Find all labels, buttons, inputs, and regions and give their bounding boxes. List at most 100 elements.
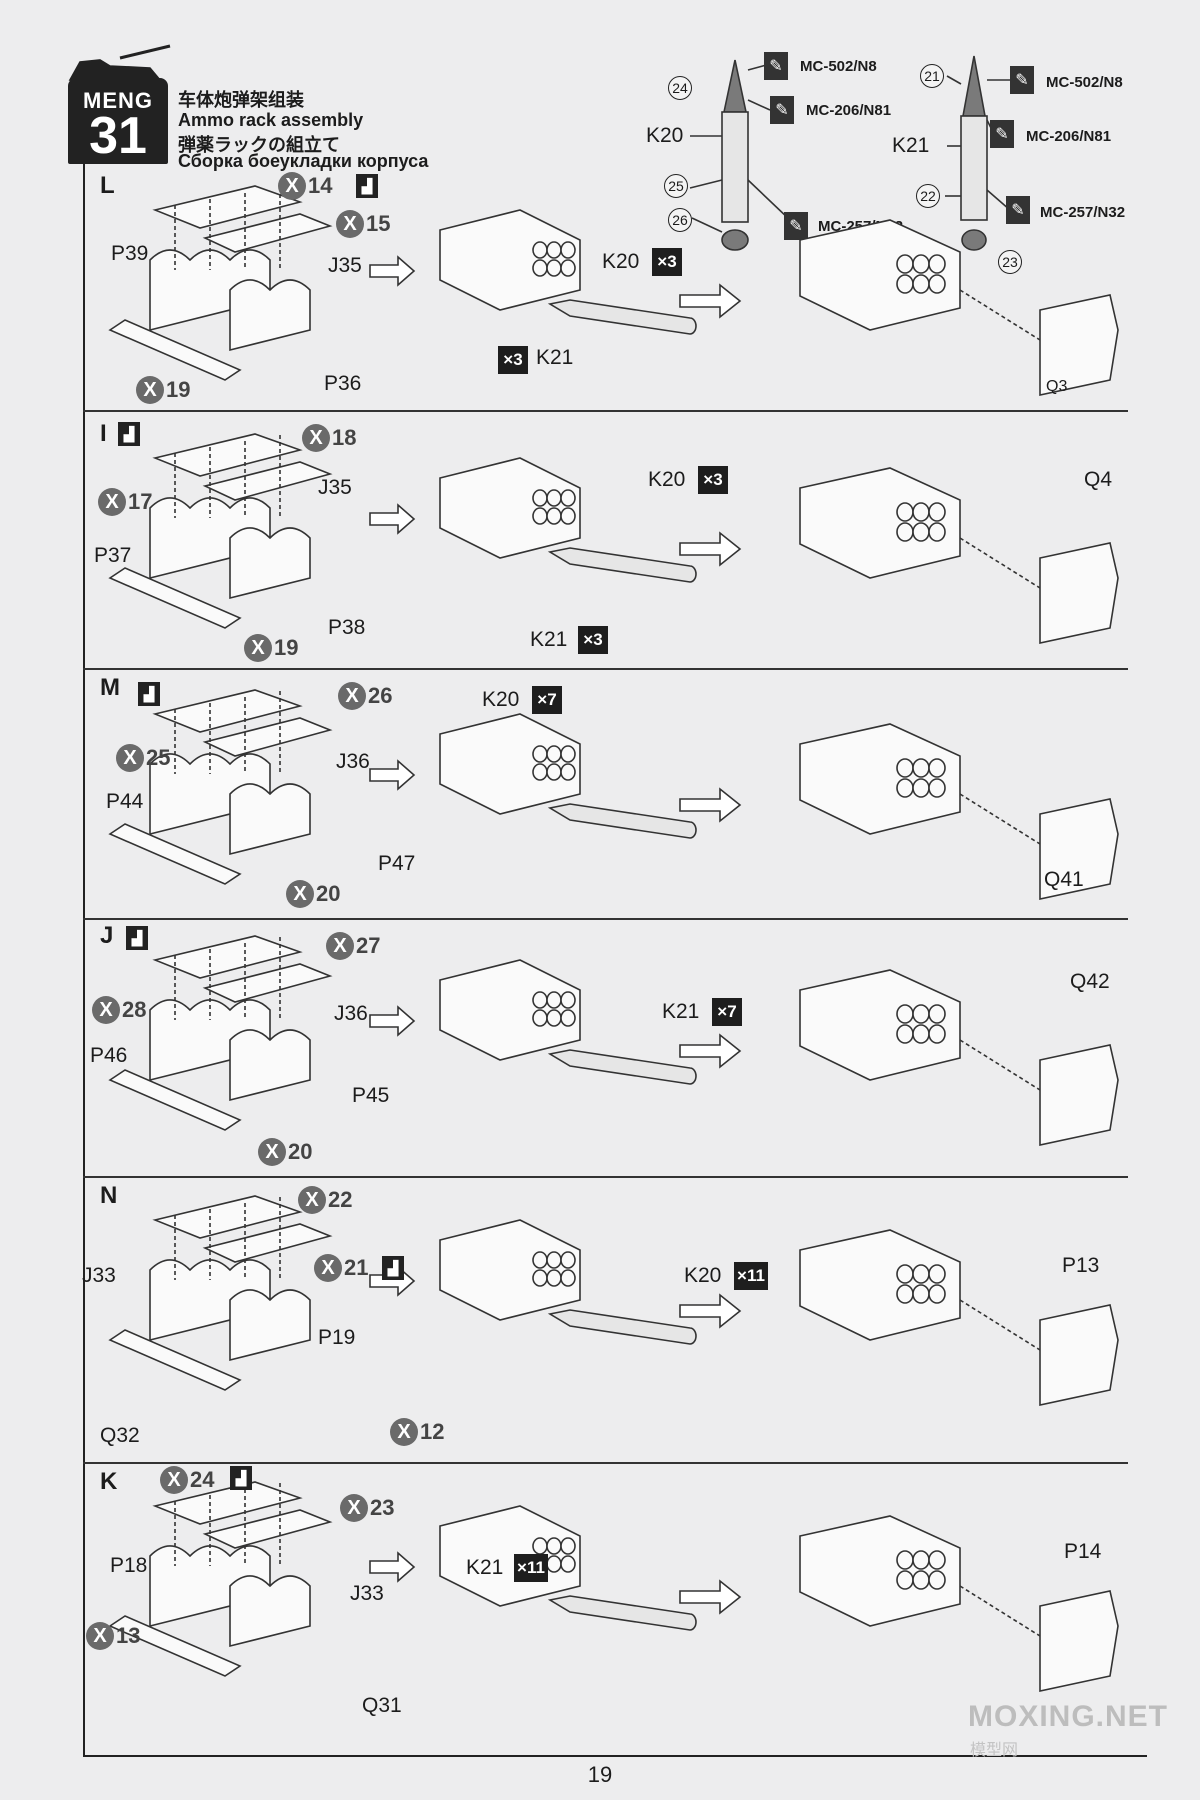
guide-line — [959, 1039, 1041, 1091]
ammo-label: K21 — [530, 628, 568, 651]
part-label: J36 — [334, 1002, 368, 1025]
part-label: Q41 — [1044, 868, 1084, 891]
remove-x-icon: X — [136, 376, 164, 404]
shell-end-drawing — [560, 1537, 576, 1555]
remove-part-number: 24 — [190, 1467, 215, 1492]
shell-end-drawing — [896, 254, 914, 274]
shell-end-drawing — [928, 254, 946, 274]
step-letter: I — [100, 420, 107, 447]
top-plate-part — [152, 1481, 303, 1525]
quantity-badge: ×11 — [734, 1262, 768, 1290]
shell-end-drawing — [896, 1284, 914, 1304]
guide-line — [959, 1585, 1041, 1637]
top-plate-part — [152, 433, 303, 477]
next-step-arrow-icon — [369, 759, 416, 791]
remove-x-icon: X — [92, 996, 120, 1024]
shell-end-drawing — [546, 1537, 562, 1555]
shell-end-drawing — [546, 1555, 562, 1573]
end-cover-part — [1039, 798, 1119, 900]
side-panel-part — [108, 319, 242, 381]
shell-end-drawing — [896, 1570, 914, 1590]
shell-end-drawing — [560, 507, 576, 525]
step-number-badge — [68, 78, 168, 164]
shell-end-drawing — [928, 1004, 946, 1024]
shell-end-drawing — [532, 507, 548, 525]
rack-assembly-drawing — [439, 209, 581, 311]
top-plate-part — [202, 1223, 333, 1263]
rack-assembly-drawing — [439, 457, 581, 559]
shell-end-drawing — [546, 1251, 562, 1269]
guide-line — [959, 793, 1041, 845]
remove-part-number: 21 — [344, 1255, 369, 1280]
shell-end-drawing — [928, 1570, 946, 1590]
remove-part-number: 19 — [274, 635, 299, 660]
step-number: 31 — [89, 107, 147, 165]
paint-number: 21 — [920, 64, 944, 88]
top-plate-part — [152, 185, 303, 229]
guide-line — [959, 537, 1041, 589]
shell-end-drawing — [532, 1251, 548, 1269]
k20-callout-label: K20 — [646, 124, 684, 147]
remove-x-icon: X — [258, 1138, 286, 1166]
remove-x-icon: X — [116, 744, 144, 772]
paint-number: 24 — [668, 76, 692, 100]
next-step-arrow-icon — [369, 1005, 416, 1037]
shell-end-drawing — [546, 1009, 562, 1027]
quantity-badge: ×7 — [532, 686, 562, 714]
shell-end-drawing — [928, 522, 946, 542]
cradle-frame-part — [229, 783, 311, 856]
shell-end-drawing — [928, 758, 946, 778]
shell-end-drawing — [532, 1269, 548, 1287]
cement-icon: ▟ — [382, 1256, 404, 1280]
cradle-frame-part — [149, 753, 271, 836]
shell-end-drawing — [560, 241, 576, 259]
part-label: J35 — [328, 254, 362, 277]
paint-brush-icon: ✎ — [764, 52, 788, 80]
quantity-badge: ×3 — [698, 466, 728, 494]
title-ja: 弾薬ラックの組立て — [178, 135, 340, 155]
remove-x-icon: X — [278, 172, 306, 200]
shell-end-drawing — [560, 1251, 576, 1269]
shell-end-drawing — [546, 489, 562, 507]
step-letter: M — [100, 674, 120, 701]
shell-end-drawing — [546, 763, 562, 781]
section-divider — [83, 668, 1128, 670]
paint-brush-icon: ✎ — [770, 96, 794, 124]
remove-part-number: 15 — [366, 211, 391, 236]
shell-end-drawing — [912, 254, 930, 274]
shell-end-drawing — [912, 1004, 930, 1024]
cradle-frame-part — [229, 1029, 311, 1102]
remove-part-number: 27 — [356, 933, 381, 958]
shell-end-drawing — [546, 1269, 562, 1287]
top-plate-part — [152, 1195, 303, 1239]
remove-part-number: 12 — [420, 1419, 445, 1444]
rack-assembly-drawing — [799, 1515, 961, 1627]
loose-shell-drawing — [547, 299, 697, 335]
cradle-frame-part — [149, 1545, 271, 1628]
cement-icon: ▟ — [230, 1466, 252, 1490]
loose-shell-drawing — [547, 1309, 697, 1345]
part-label: P44 — [106, 790, 144, 813]
shell-end-drawing — [912, 758, 930, 778]
side-panel-part — [108, 823, 242, 885]
ammo-label: K20 — [648, 468, 686, 491]
quantity-badge: ×3 — [578, 626, 608, 654]
title-zh: 车体炮弹架组装 — [178, 90, 304, 110]
shell-end-drawing — [896, 1024, 914, 1044]
remove-part-number: 25 — [146, 745, 171, 770]
part-label: J35 — [318, 476, 352, 499]
shell-end-drawing — [928, 502, 946, 522]
end-cover-part — [1039, 1590, 1119, 1692]
remove-part-number: 26 — [368, 683, 393, 708]
